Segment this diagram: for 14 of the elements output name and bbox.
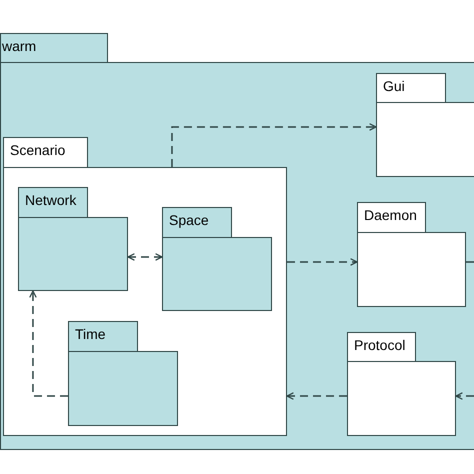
package-tab: Scenario <box>3 137 88 168</box>
package-tab: Network <box>18 187 88 218</box>
dashed-arrow <box>29 290 68 397</box>
package-tab: Daemon <box>357 202 426 233</box>
dashed-arrow <box>171 123 377 167</box>
package-tab: warm <box>0 33 108 63</box>
package-tab: Gui <box>376 73 446 103</box>
dashed-arrow <box>455 392 474 400</box>
dashed-arrow <box>287 258 358 266</box>
dashed-arrow <box>286 392 347 400</box>
dashed-arrow <box>127 253 163 261</box>
package-tab: Protocol <box>347 332 416 362</box>
package-tab: Space <box>162 207 232 238</box>
package-tab: Time <box>68 321 138 352</box>
